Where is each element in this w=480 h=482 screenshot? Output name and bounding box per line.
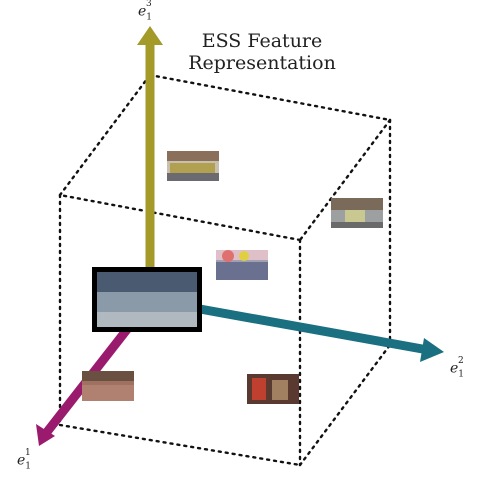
- axis-label-e11: e1 1: [17, 448, 37, 472]
- thumbnail-center: [216, 250, 268, 280]
- title-line-2: Representation: [188, 52, 336, 74]
- thumbnail-highlighted: [92, 267, 202, 332]
- axis-label-e12-sup: 2: [458, 356, 464, 366]
- thumbnails: [82, 151, 383, 404]
- axis-label-e12: e1 2: [450, 356, 470, 380]
- axis-label-e13-sub: 1: [146, 12, 153, 23]
- diagram-title: ESS Feature Representation: [172, 30, 352, 74]
- axis-label-e11-base: e: [17, 452, 26, 469]
- axis-label-e12-sub: 1: [458, 369, 465, 380]
- axis-e12-arrowhead: [420, 338, 444, 362]
- axis-label-e13: e1 3: [138, 0, 158, 23]
- thumbnail-bottom-right: [247, 374, 299, 404]
- cube-edge: [298, 118, 392, 242]
- cube-edge: [58, 193, 302, 242]
- title-line-1: ESS Feature: [201, 30, 323, 52]
- cube-edge: [148, 73, 392, 122]
- thumbnail-top: [167, 151, 219, 181]
- cube-edge: [298, 343, 392, 467]
- axis-label-e13-base: e: [138, 3, 147, 20]
- axis-label-e11-sup: 1: [25, 448, 31, 458]
- cube-edge: [58, 423, 302, 467]
- axis-label-e11-sub: 1: [25, 461, 32, 472]
- thumbnail-bottom-left: [82, 371, 134, 401]
- thumbnail-right: [331, 198, 383, 228]
- axis-label-e12-base: e: [450, 360, 459, 377]
- axis-e11-arrowhead: [36, 424, 55, 446]
- cube-wireframe: [58, 73, 392, 467]
- axis-e13-arrowhead: [137, 26, 163, 45]
- axis-label-e13-sup: 3: [146, 0, 152, 9]
- cube-edge: [58, 73, 152, 197]
